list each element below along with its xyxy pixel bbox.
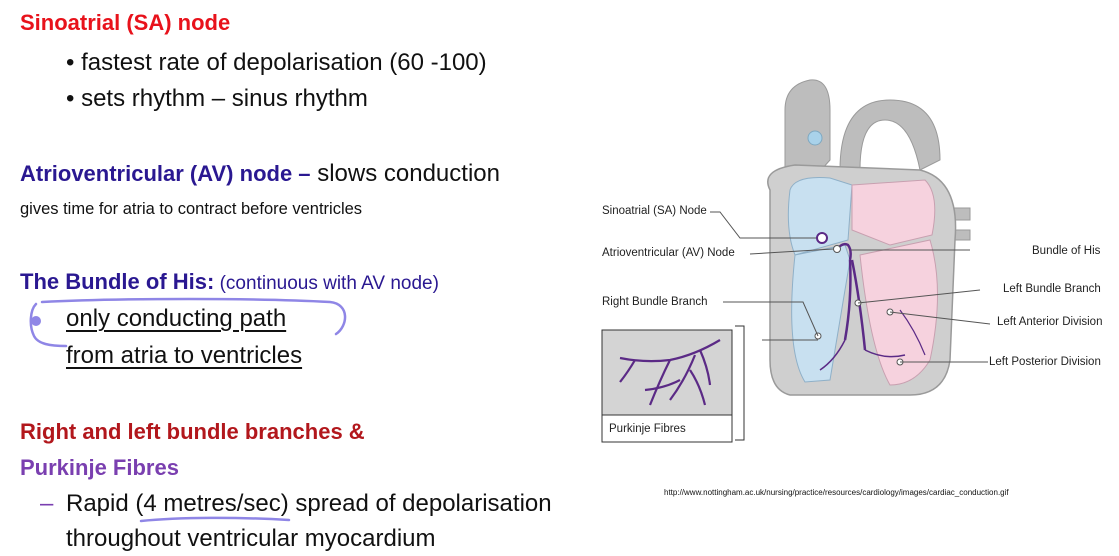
speed-value: 4 metres/sec <box>143 490 281 517</box>
right-atrium <box>787 177 853 256</box>
label-av-node: Atrioventricular (AV) Node <box>602 247 735 259</box>
av-node-heading: Atrioventricular (AV) node – <box>20 161 311 186</box>
bullet-dot: • <box>66 85 75 112</box>
purkinje-inset <box>601 325 745 443</box>
branches-text-1: –Rapid (4 metres/sec) spread of depolari… <box>40 490 552 523</box>
sa-bullet-2-text: sets rhythm – sinus rhythm <box>81 85 368 112</box>
left-ventricle <box>859 239 938 386</box>
his-line-1-text: only conducting path <box>66 305 287 332</box>
annotation-circle <box>29 297 347 348</box>
his-heading: The Bundle of His: <box>20 269 215 294</box>
bullet-dot: • <box>66 49 75 76</box>
branches-text-2: throughout ventricular myocardium <box>66 525 436 552</box>
source-url[interactable]: http://www.nottingham.ac.uk/nursing/prac… <box>664 488 1009 497</box>
label-lbb: Left Bundle Branch <box>1003 283 1101 295</box>
branches-heading: Right and left bundle branches & <box>20 419 365 444</box>
av-node-sub: gives time for atria to contract before … <box>20 200 363 218</box>
sa-bullet-1-text: fastest rate of depolarisation (60 -100) <box>81 49 487 76</box>
his-line-2: from atria to ventricles <box>66 342 302 370</box>
av-node-marker <box>833 245 841 253</box>
heart-diagram <box>601 79 991 443</box>
sa-node-heading: Sinoatrial (SA) node <box>20 10 231 35</box>
purkinje-heading: Purkinje Fibres <box>20 455 179 480</box>
sa-node-marker <box>816 232 828 244</box>
label-purkinje: Purkinje Fibres <box>609 423 686 435</box>
branches-text-1-pre: Rapid ( <box>66 490 144 517</box>
his-line-1: only conducting path <box>66 305 286 333</box>
sa-bullet-1: • fastest rate of depolarisation (60 -10… <box>66 49 487 77</box>
label-sa-node: Sinoatrial (SA) Node <box>602 205 707 217</box>
label-lpd: Left Posterior Division <box>989 356 1101 368</box>
his-line: The Bundle of His: (continuous with AV n… <box>20 269 439 295</box>
sa-bullet-2: • sets rhythm – sinus rhythm <box>66 85 368 113</box>
his-line-2-text: from atria to ventricles <box>66 342 303 369</box>
label-rbb: Right Bundle Branch <box>602 296 708 308</box>
speed-underline-stroke <box>140 516 291 523</box>
leader-lines <box>710 211 991 363</box>
speed-annotated: 4 metres/sec <box>140 490 291 523</box>
label-his: Bundle of His <box>1032 245 1101 257</box>
av-node-line: Atrioventricular (AV) node – slows condu… <box>20 160 500 188</box>
branches-text-1-post: ) spread of depolarisation <box>280 490 552 517</box>
label-lad: Left Anterior Division <box>997 316 1103 328</box>
his-paren: (continuous with AV node) <box>214 273 439 294</box>
left-atrium <box>851 179 936 246</box>
dash-marker: – <box>40 490 54 517</box>
right-ventricle <box>791 244 851 383</box>
av-node-inline: slows conduction <box>310 160 500 187</box>
